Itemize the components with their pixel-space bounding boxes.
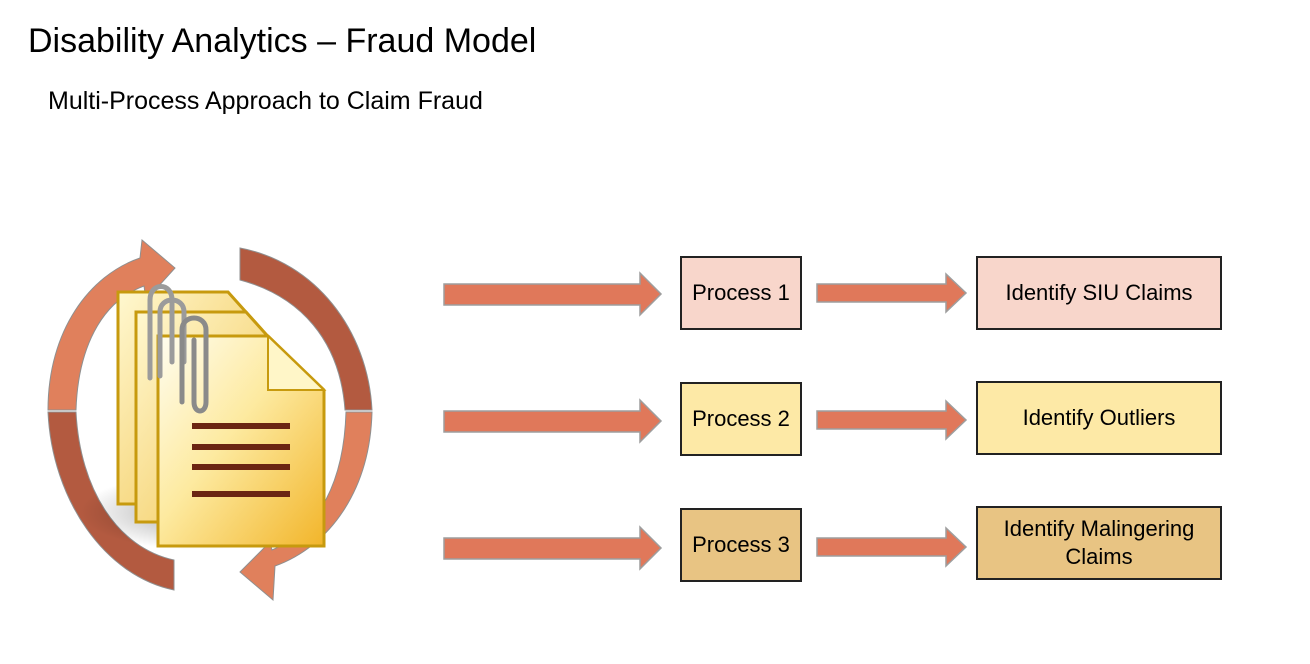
arrow-process-2-to-result <box>816 399 968 441</box>
result-1-box: Identify SIU Claims <box>976 256 1222 330</box>
arrow-to-process-3 <box>443 525 663 571</box>
document-fold <box>267 333 327 391</box>
process-2-label: Process 2 <box>692 406 790 431</box>
process-3-label: Process 3 <box>692 532 790 557</box>
process-3-box: Process 3 <box>680 508 802 582</box>
cycle-arc-top-right <box>239 247 373 411</box>
arrow-process-1-to-result <box>816 272 968 314</box>
page-title: Disability Analytics – Fraud Model <box>28 22 537 60</box>
cycle-arc-bottom-left <box>47 411 175 591</box>
process-2-box: Process 2 <box>680 382 802 456</box>
arrow-to-process-1 <box>443 271 663 317</box>
paperclip-middle-icon <box>157 297 187 379</box>
page-subtitle: Multi-Process Approach to Claim Fraud <box>48 87 483 115</box>
result-2-box: Identify Outliers <box>976 381 1222 455</box>
document-text-lines <box>192 423 290 497</box>
cycle-arrows-icon <box>47 239 373 602</box>
result-3-box: Identify Malingering Claims <box>976 506 1222 580</box>
cycle-arrow-bottom-right <box>239 411 373 602</box>
result-1-label: Identify SIU Claims <box>1005 280 1193 305</box>
process-1-box: Process 1 <box>680 256 802 330</box>
cycle-arrow-top-left <box>47 239 176 411</box>
paperclip-front-icon <box>179 315 209 414</box>
arrow-to-process-2 <box>443 398 663 444</box>
result-2-label: Identify Outliers <box>1022 405 1176 430</box>
process-1-label: Process 1 <box>692 280 790 305</box>
result-3-label: Identify Malingering Claims <box>1003 516 1195 569</box>
documents-with-paperclips-cycle-icon <box>47 239 373 602</box>
arrow-process-3-to-result <box>816 526 968 568</box>
